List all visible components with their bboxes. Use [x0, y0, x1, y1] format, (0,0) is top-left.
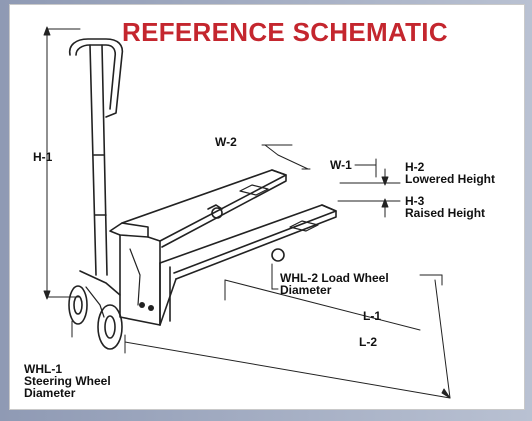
label-h2-code: H-2 — [405, 160, 425, 174]
label-whl2-line2: Diameter — [280, 283, 332, 297]
label-whl2: WHL-2 Load Wheel Diameter — [280, 272, 389, 296]
pallet-jack-drawing — [68, 38, 337, 350]
pallet-jack-schematic — [43, 26, 451, 399]
label-h2: H-2 Lowered Height — [405, 161, 495, 185]
label-whl1-line3: Diameter — [24, 386, 76, 400]
label-h3: H-3 Raised Height — [405, 195, 485, 219]
label-whl1-line1: WHL-1 — [24, 362, 62, 376]
label-l2: L-2 — [359, 335, 377, 349]
label-h3-code: H-3 — [405, 194, 425, 208]
page-title: REFERENCE SCHEMATIC — [122, 17, 448, 47]
label-w1: W-1 — [330, 158, 352, 172]
label-h2-desc: Lowered Height — [405, 172, 496, 186]
label-w2: W-2 — [215, 135, 237, 149]
label-whl1: WHL-1 Steering Wheel Diameter — [24, 363, 111, 399]
dimension-lines — [43, 26, 451, 399]
label-whl1-line2: Steering Wheel — [24, 374, 111, 388]
label-l1: L-1 — [363, 309, 381, 323]
label-h1: H-1 — [33, 150, 53, 164]
label-whl2-line1: WHL-2 Load Wheel — [280, 271, 389, 285]
label-h3-desc: Raised Height — [405, 206, 486, 220]
schematic-panel: REFERENCE SCHEMATIC H-1 W-2 W-1 H-2 Lowe… — [9, 4, 525, 410]
